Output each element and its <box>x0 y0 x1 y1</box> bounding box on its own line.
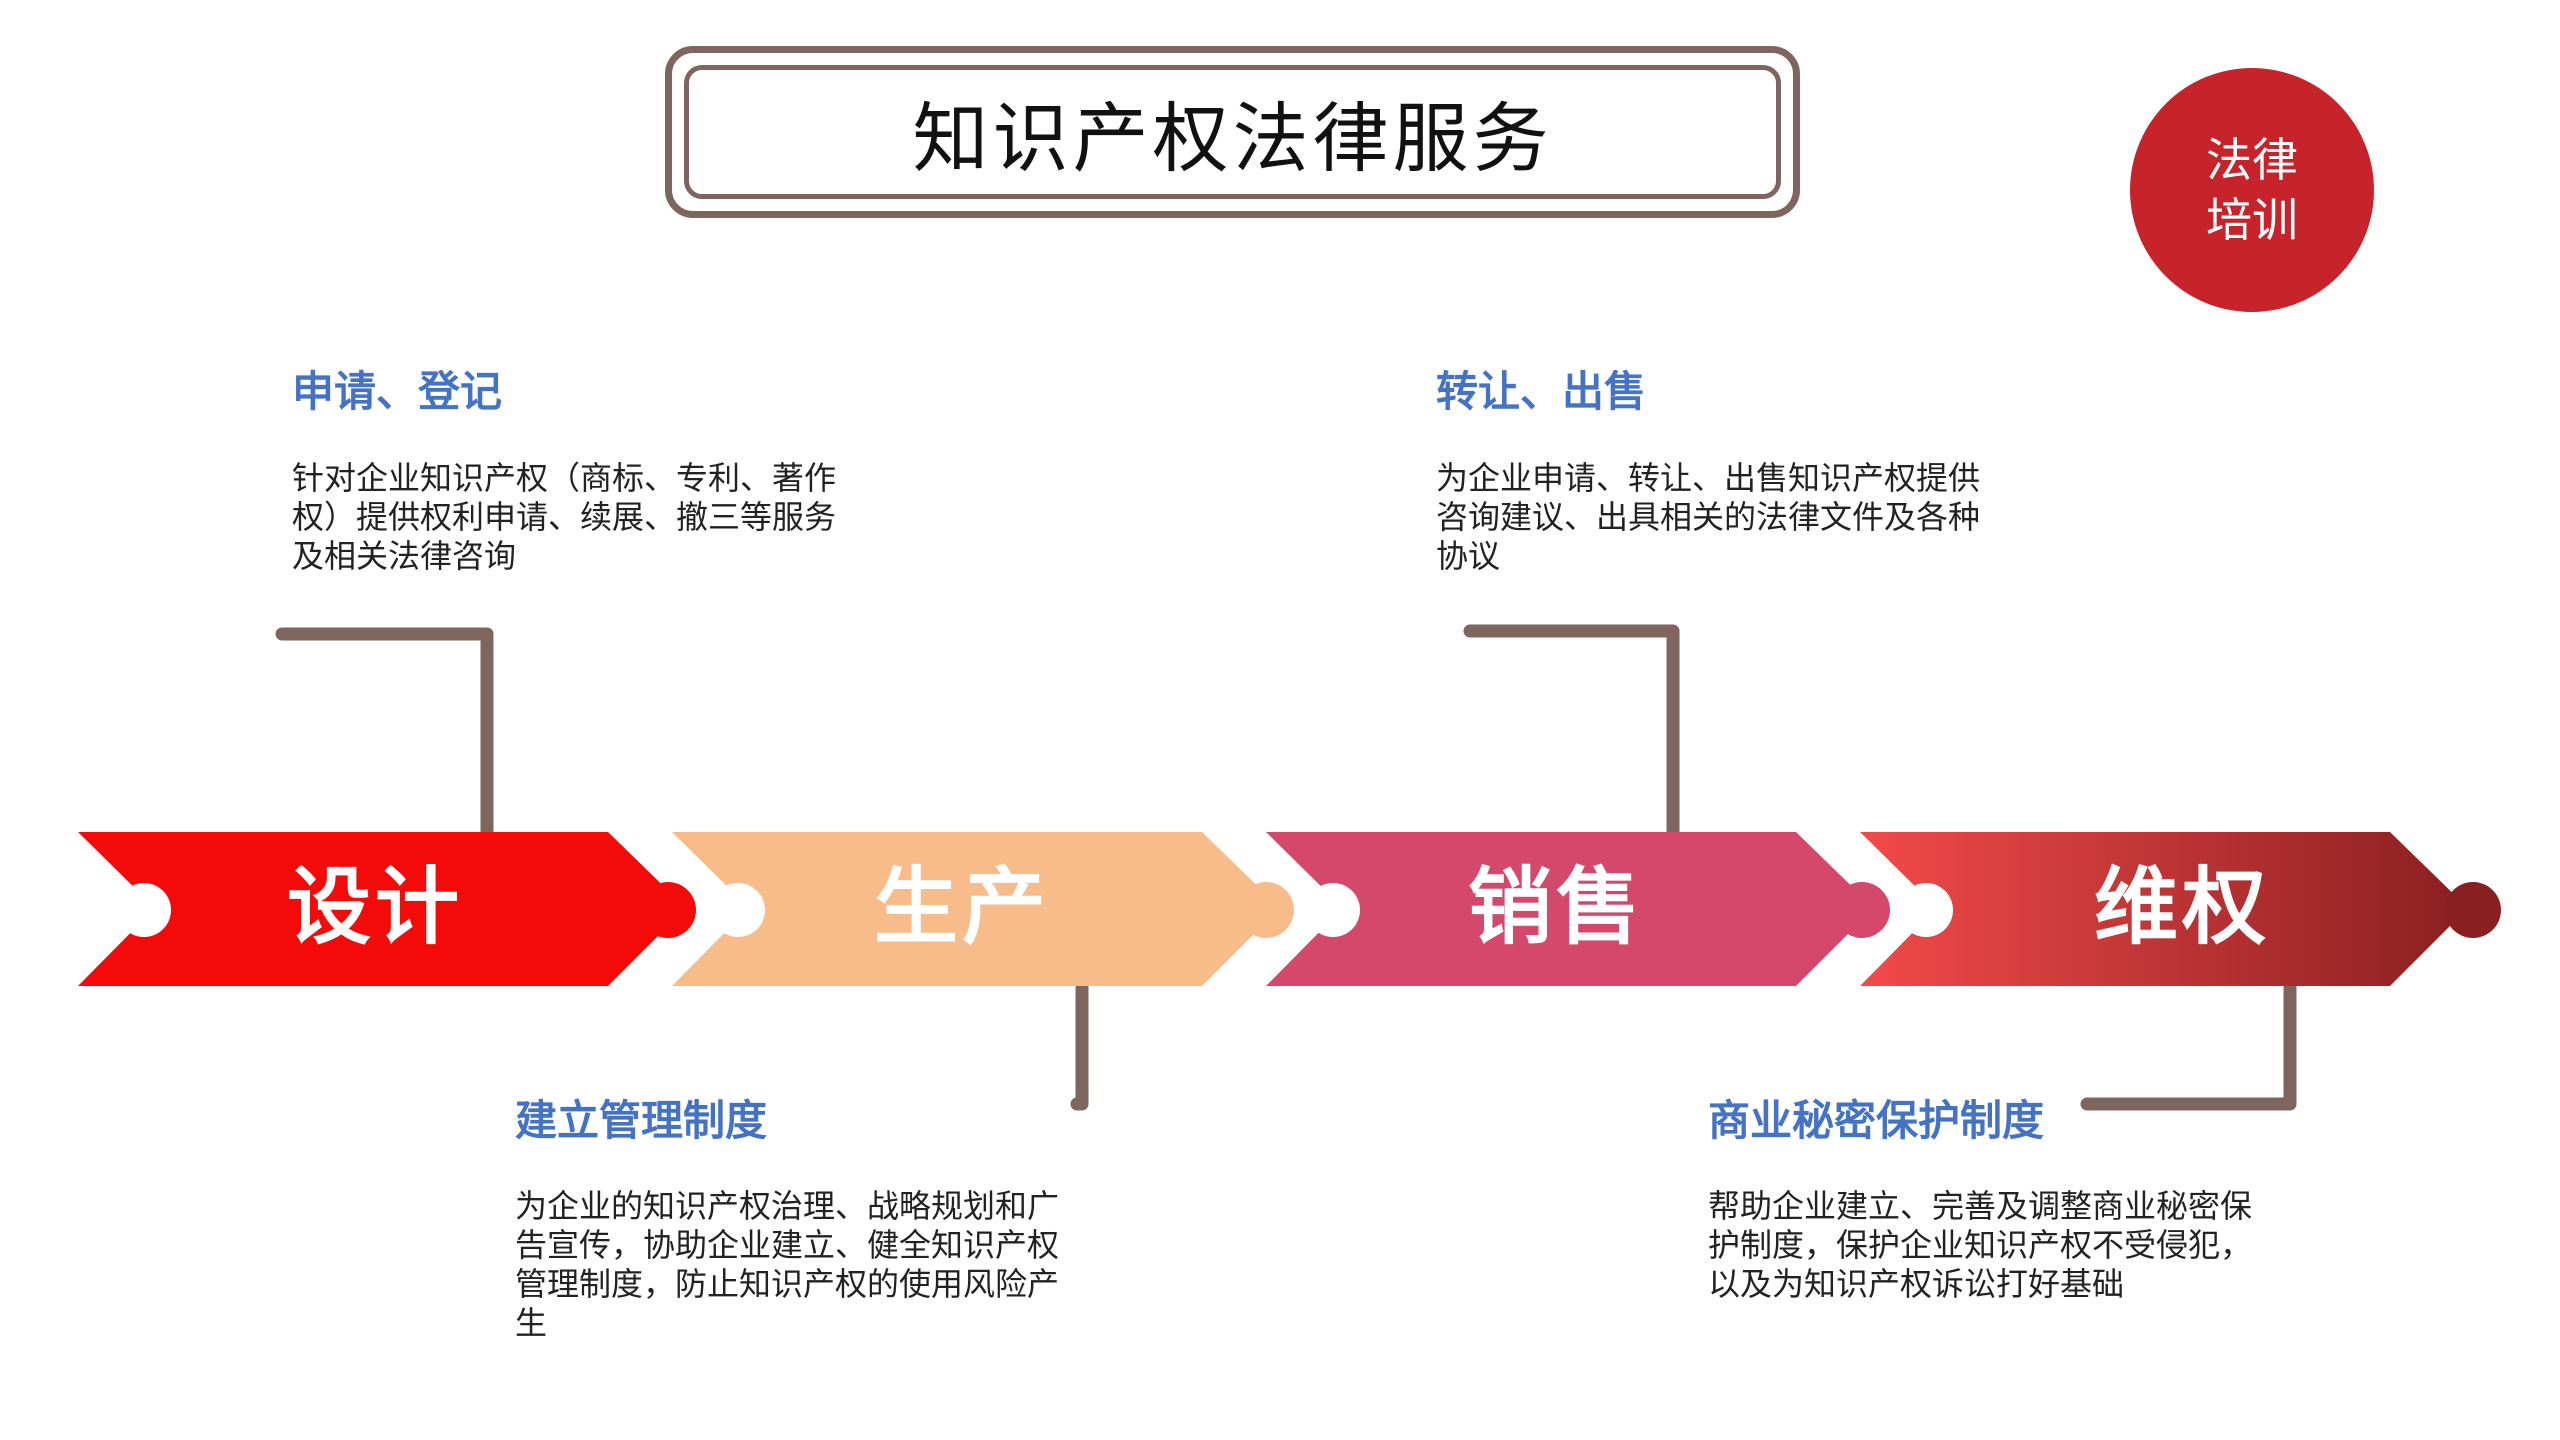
stage-label-design: 设计 <box>286 858 463 956</box>
connector-protection <box>2080 980 2297 1111</box>
connector-production <box>1070 980 1089 1111</box>
legal-training-badge: 法律 培训 <box>2130 68 2374 312</box>
callout-heading-management-system: 建立管理制度 <box>515 1096 768 1145</box>
callout-text-transfer-sale: 为企业申请、转让、出售知识产权提供咨询建议、出具相关的法律文件及各种协议 <box>1436 459 1981 575</box>
badge-line-2: 培训 <box>2206 193 2298 247</box>
callout-text-apply-register: 针对企业知识产权（商标、专利、著作权）提供权利申请、续展、撤三等服务及相关法律咨… <box>292 459 837 575</box>
stage-label-production: 生产 <box>873 858 1050 956</box>
callout-heading-trade-secret: 商业秘密保护制度 <box>1708 1096 2045 1145</box>
stage-label-protection: 维权 <box>2093 858 2270 956</box>
stage-arrow-design <box>78 832 696 986</box>
stage-label-sales: 销售 <box>1467 858 1644 956</box>
title-inner-frame: 知识产权法律服务 <box>684 65 1781 199</box>
callout-heading-apply-register: 申请、登记 <box>292 367 503 416</box>
title-frame: 知识产权法律服务 <box>665 46 1800 218</box>
connectors <box>275 624 2297 1111</box>
callout-heading-transfer-sale: 转让、出售 <box>1436 367 1647 416</box>
page-title: 知识产权法律服务 <box>912 94 1553 183</box>
stage-arrow-production <box>672 832 1294 986</box>
stage-arrow-protection <box>1860 832 2501 986</box>
connector-design <box>275 627 494 839</box>
callout-text-trade-secret: 帮助企业建立、完善及调整商业秘密保护制度，保护企业知识产权不受侵犯，以及为知识产… <box>1708 1187 2253 1303</box>
badge-line-1: 法律 <box>2206 133 2298 187</box>
callout-text-management-system: 为企业的知识产权治理、战略规划和广告宣传，协助企业建立、健全知识产权管理制度，防… <box>515 1187 1060 1342</box>
connector-sales <box>1463 624 1680 839</box>
stage-arrow-sales <box>1266 832 1890 986</box>
